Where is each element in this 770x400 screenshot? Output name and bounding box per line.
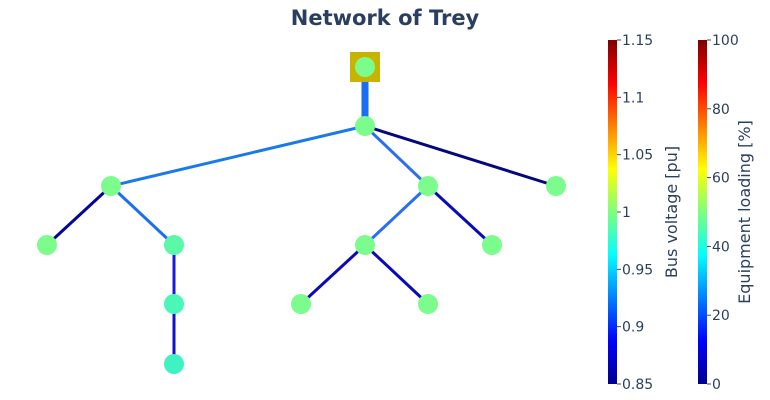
colorbar-tick-label: 1.1 [622,90,644,106]
line-edge-n9-n11 [299,243,367,306]
bus-node-n3 [418,176,438,196]
bus-node-n7 [164,294,184,314]
colorbar-tick-label: 60 [712,171,730,187]
colorbar-tick-label: 1.15 [622,33,653,49]
line-edge-n9-n12 [363,243,430,306]
colorbar-tick-label: 1 [622,205,631,221]
bus-node-n9 [355,235,375,255]
colorbar-tick-label: 0.95 [622,262,653,278]
bus-node-n1 [355,116,375,136]
colorbar-2 [698,40,707,384]
line-edge-n1-n2 [110,124,366,188]
bus-node-n5 [37,235,57,255]
bus-node-n11 [291,294,311,314]
bus-node-n6 [164,235,184,255]
bus-node-n2 [101,176,121,196]
colorbar-tick-label: 1.05 [622,148,653,164]
bus-node-n8 [164,354,184,374]
colorbar-title: Equipment loading [%] [735,120,754,304]
colorbar-tick-label: 20 [712,308,730,324]
bus-node-n0 [355,57,375,77]
colorbar-tick-label: 0.85 [622,377,653,393]
colorbar-tick-label: 100 [712,33,739,49]
line-edge-n1-n4 [364,124,557,188]
colorbar-1 [608,40,617,384]
line-edge-n1-n3 [363,124,430,188]
bus-node-n10 [482,235,502,255]
line-edge-n2-n6 [109,184,176,247]
line-edge-n3-n9 [363,184,430,247]
line-edge-n3-n10 [426,184,494,247]
colorbar-title: Bus voltage [pu] [662,146,681,278]
chart-title: Network of Trey [290,6,480,30]
line-edge-n2-n5 [45,184,113,247]
colorbar-tick-label: 0.9 [622,320,644,336]
colorbar-tick-label: 40 [712,239,730,255]
bus-node-n12 [418,294,438,314]
bus-node-n4 [546,176,566,196]
colorbar-tick-label: 0 [712,377,721,393]
colorbar-tick-label: 80 [712,102,730,118]
